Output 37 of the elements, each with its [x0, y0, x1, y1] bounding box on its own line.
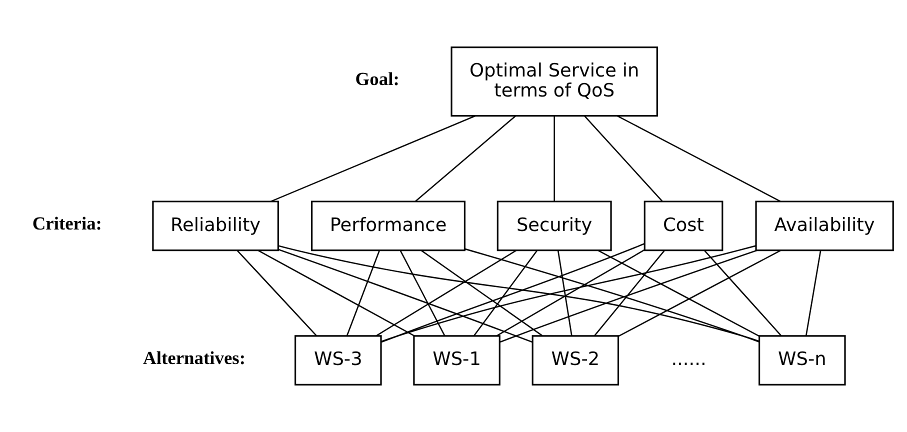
connector — [554, 116, 555, 202]
connector — [400, 250, 446, 336]
connector — [237, 250, 317, 336]
label: Goal: — [355, 69, 400, 90]
label: Criteria: — [32, 213, 102, 234]
connector — [474, 250, 538, 336]
connector — [557, 250, 572, 336]
label: Alternatives: — [143, 348, 246, 368]
node-box: Cost — [644, 200, 724, 252]
connector — [270, 115, 476, 202]
connector — [704, 250, 782, 336]
node-box: Optimal Service in terms of QoS — [450, 46, 658, 117]
connector — [278, 245, 760, 342]
node-box: Availability — [755, 200, 894, 252]
connector — [496, 249, 645, 336]
connector — [376, 250, 517, 336]
connector — [278, 248, 532, 343]
node-box: Security — [496, 200, 612, 252]
node-box: WS-1 — [413, 335, 500, 386]
node-box: WS-2 — [532, 335, 620, 386]
connector — [420, 250, 542, 336]
connector — [381, 245, 756, 342]
connector — [594, 250, 665, 336]
node-box: Performance — [311, 200, 466, 252]
connector — [618, 250, 781, 337]
connector — [805, 250, 822, 336]
connector — [346, 250, 380, 336]
connector — [617, 115, 781, 202]
label: ...... — [671, 349, 706, 370]
connector — [258, 250, 415, 336]
node-box: Reliability — [152, 200, 279, 252]
connector — [598, 250, 760, 337]
connector — [415, 116, 516, 202]
connector — [381, 243, 645, 343]
node-box: WS-n — [758, 335, 846, 386]
connector — [584, 116, 663, 202]
node-box: WS-3 — [294, 335, 382, 386]
